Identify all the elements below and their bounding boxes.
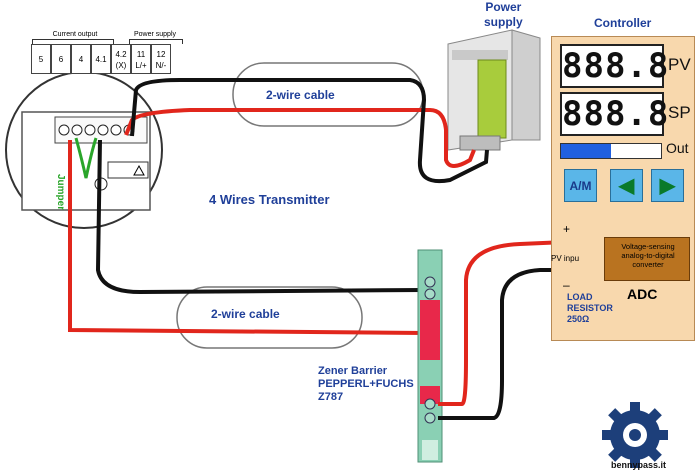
controller-title: Controller xyxy=(594,16,652,30)
transmitter-label-plate xyxy=(107,161,149,179)
lower-black-wire xyxy=(95,139,425,295)
upper-red-wire xyxy=(124,108,476,168)
adc-box-text: Voltage-sensing analog-to-digital conver… xyxy=(621,242,675,269)
adc-box: Voltage-sensing analog-to-digital conver… xyxy=(604,237,690,281)
output-bar-fill xyxy=(561,144,611,158)
watermark-text: bennypass.it xyxy=(611,460,667,470)
jumper-wire xyxy=(74,137,98,179)
sp-label: SP xyxy=(668,103,691,122)
adc-label: ADC xyxy=(627,286,658,302)
header-bracket-current xyxy=(32,39,114,44)
lower-cable-label: 2-wire cable xyxy=(211,307,280,321)
gear-logo-icon xyxy=(602,402,668,468)
terminal-6: 11 L/+ xyxy=(131,44,151,74)
upper-black-wire xyxy=(130,78,489,183)
upper-cable-label: 2-wire cable xyxy=(266,88,335,102)
pv-display: 888.8 xyxy=(560,44,670,88)
out-label: Out xyxy=(666,140,689,156)
zener-barrier-label: Zener Barrier PEPPERL+FUCHS Z787 xyxy=(318,365,414,403)
header-bracket-power xyxy=(129,39,183,44)
lower-cable-sleeve xyxy=(176,286,363,349)
plus-sign-label: + xyxy=(563,222,571,236)
terminal-3: 4 xyxy=(71,44,91,74)
arrow-right-button[interactable]: ▶ xyxy=(651,169,684,202)
zener-barrier-unit xyxy=(417,249,443,463)
pv-label: PV xyxy=(668,55,691,74)
warning-icon xyxy=(133,164,145,176)
power-supply-header: Power supply xyxy=(133,31,177,38)
terminal-2: 6 xyxy=(51,44,71,74)
transmitter-title: 4 Wires Transmitter xyxy=(209,192,330,207)
sp-display: 888.8 xyxy=(560,92,670,136)
controller-black-wire xyxy=(438,268,566,420)
arrow-left-button[interactable]: ◀ xyxy=(610,169,643,202)
load-resistor-label: LOAD RESISTOR 250Ω xyxy=(567,292,613,324)
controller-red-wire xyxy=(438,240,567,406)
output-bar xyxy=(560,143,662,159)
terminal-1: 5 xyxy=(31,44,51,74)
terminal-4: 4.1 xyxy=(91,44,111,74)
jumper-label: Jumper xyxy=(55,174,66,211)
terminal-5: 4.2 (X) xyxy=(111,44,131,74)
lower-red-wire xyxy=(68,140,425,335)
power-supply-unit xyxy=(447,29,541,151)
power-supply-label: Power supply xyxy=(484,0,523,29)
terminal-7: 12 N/- xyxy=(151,44,171,74)
pv-input-label: PV inpu xyxy=(551,254,580,263)
auto-manual-button[interactable]: A/M xyxy=(564,169,597,202)
current-output-header: Current output xyxy=(52,31,98,38)
minus-sign-label: – xyxy=(563,278,570,292)
